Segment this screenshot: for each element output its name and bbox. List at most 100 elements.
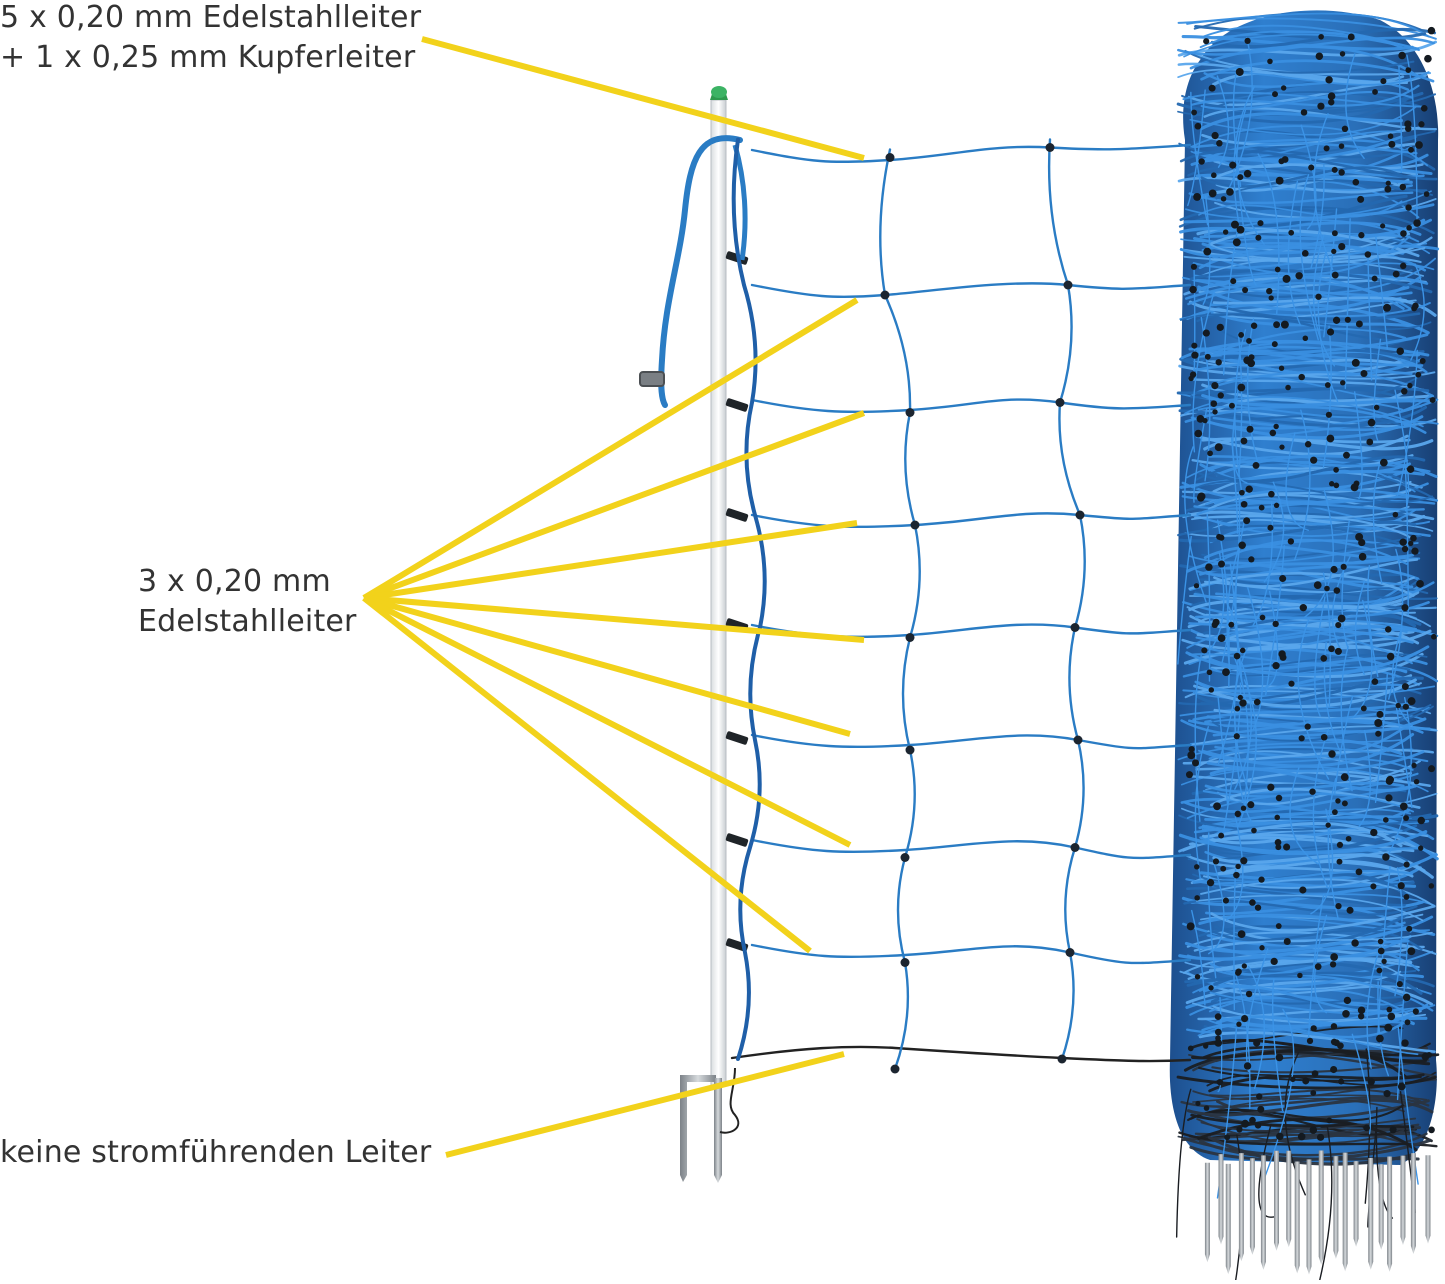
roll-strand xyxy=(1354,580,1366,675)
roll-knot xyxy=(1315,293,1322,300)
roll-strand xyxy=(1193,267,1196,371)
net-knot xyxy=(880,290,890,300)
roll-strand xyxy=(1200,1117,1417,1132)
roll-knot xyxy=(1407,382,1413,389)
roll-knot xyxy=(1275,176,1284,185)
roll-knot xyxy=(1343,451,1350,459)
roll-knot xyxy=(1206,669,1213,676)
roll-knot xyxy=(1331,248,1337,254)
net-vertical-strand xyxy=(731,137,767,1061)
roll-knot xyxy=(1218,560,1226,568)
roll-knot xyxy=(1240,437,1248,445)
roll-knot xyxy=(1389,1126,1397,1134)
net-knot xyxy=(1063,280,1073,290)
roll-knot xyxy=(1335,798,1341,804)
roll-strand xyxy=(1207,832,1217,979)
roll-knot xyxy=(1410,534,1417,542)
roll-knot xyxy=(1376,710,1384,718)
roll-strand xyxy=(1299,174,1319,341)
net-horizontal-strand xyxy=(750,282,1192,299)
roll-strand xyxy=(1201,437,1411,444)
conductor-label-middle-line2: Edelstahlleiter xyxy=(138,604,357,639)
roll-knot xyxy=(1241,1015,1249,1023)
roll-knot xyxy=(1339,51,1346,57)
roll-strand xyxy=(1246,318,1259,465)
roll-knot xyxy=(1333,467,1339,473)
roll-strand xyxy=(1257,153,1280,315)
roll-strand xyxy=(1194,514,1413,539)
roll-strand xyxy=(1195,767,1431,788)
roll-knot xyxy=(1222,229,1229,235)
roll-strand xyxy=(1196,1118,1405,1145)
insulator-clip xyxy=(725,398,749,412)
roll-strand xyxy=(1207,552,1225,653)
roll-strand xyxy=(1233,868,1237,1011)
roll-spike xyxy=(1286,1150,1292,1248)
roll-knot xyxy=(1213,802,1221,811)
roll-strand xyxy=(1307,893,1325,1039)
roll-strand xyxy=(1396,349,1418,496)
roll-strand xyxy=(1226,544,1241,672)
roll-knot xyxy=(1379,458,1388,467)
roll-knot xyxy=(1406,925,1413,932)
roll-strand xyxy=(1215,1003,1429,1027)
net-knot xyxy=(1065,948,1075,957)
roll-spike xyxy=(1249,1158,1255,1255)
leader-lines xyxy=(362,36,866,1158)
roll-knot xyxy=(1208,687,1215,693)
roll-knot xyxy=(1302,335,1309,341)
roll-knot xyxy=(1216,323,1224,331)
roll-strand xyxy=(1398,65,1403,174)
roll-strand xyxy=(1199,218,1432,240)
roll-knot xyxy=(1417,816,1426,825)
roll-knot xyxy=(1268,490,1275,498)
roll-knot xyxy=(1330,1023,1338,1030)
roll-knot xyxy=(1341,125,1349,133)
roll-knot xyxy=(1285,384,1291,391)
roll-knot xyxy=(1279,444,1285,450)
roll-strand xyxy=(1195,676,1424,709)
roll-knot xyxy=(1270,957,1278,966)
roll-knot xyxy=(1244,37,1251,44)
roll-knot xyxy=(1309,788,1316,795)
roll-strand xyxy=(1196,667,1408,693)
roll-knot xyxy=(1332,316,1341,324)
roll-knot xyxy=(1214,1013,1222,1020)
roll-strand xyxy=(1186,793,1415,819)
roll-knot xyxy=(1357,1006,1366,1014)
roll-knot xyxy=(1396,980,1403,988)
roll-strand xyxy=(1314,596,1326,717)
roll-knot xyxy=(1187,751,1196,760)
roll-knot xyxy=(1377,947,1385,955)
roll-strand xyxy=(1271,978,1284,1112)
roll-knot xyxy=(1198,158,1205,165)
roll-knot xyxy=(1215,359,1222,366)
net-vertical-strand xyxy=(1047,138,1086,1061)
roll-strand xyxy=(1340,645,1353,792)
roll-knot xyxy=(1418,121,1425,128)
roll-strand xyxy=(1358,729,1372,828)
roll-knot xyxy=(1384,1023,1393,1032)
roll-knot xyxy=(1272,662,1280,670)
roll-knot xyxy=(1403,893,1410,900)
roll-knot xyxy=(1401,683,1409,691)
roll-knot xyxy=(1218,534,1225,541)
roll-knot xyxy=(1420,104,1428,112)
roll-strand xyxy=(1200,316,1211,482)
roll-knot xyxy=(1400,230,1407,237)
roll-knot xyxy=(1395,702,1401,709)
roll-knot xyxy=(1392,511,1399,518)
roll-strand xyxy=(1374,673,1388,803)
roll-strand xyxy=(1192,290,1215,453)
leader-line-top xyxy=(421,36,865,161)
roll-knot xyxy=(1357,1013,1365,1020)
roll-strand xyxy=(1214,935,1412,961)
roll-knot xyxy=(1248,354,1255,361)
roll-strand xyxy=(1341,520,1350,649)
roll-spike xyxy=(1400,1155,1406,1245)
roll-knot xyxy=(1276,1132,1284,1141)
roll-knot xyxy=(1220,196,1227,202)
roll-knot xyxy=(1355,868,1363,876)
roll-strand xyxy=(1194,628,1439,654)
